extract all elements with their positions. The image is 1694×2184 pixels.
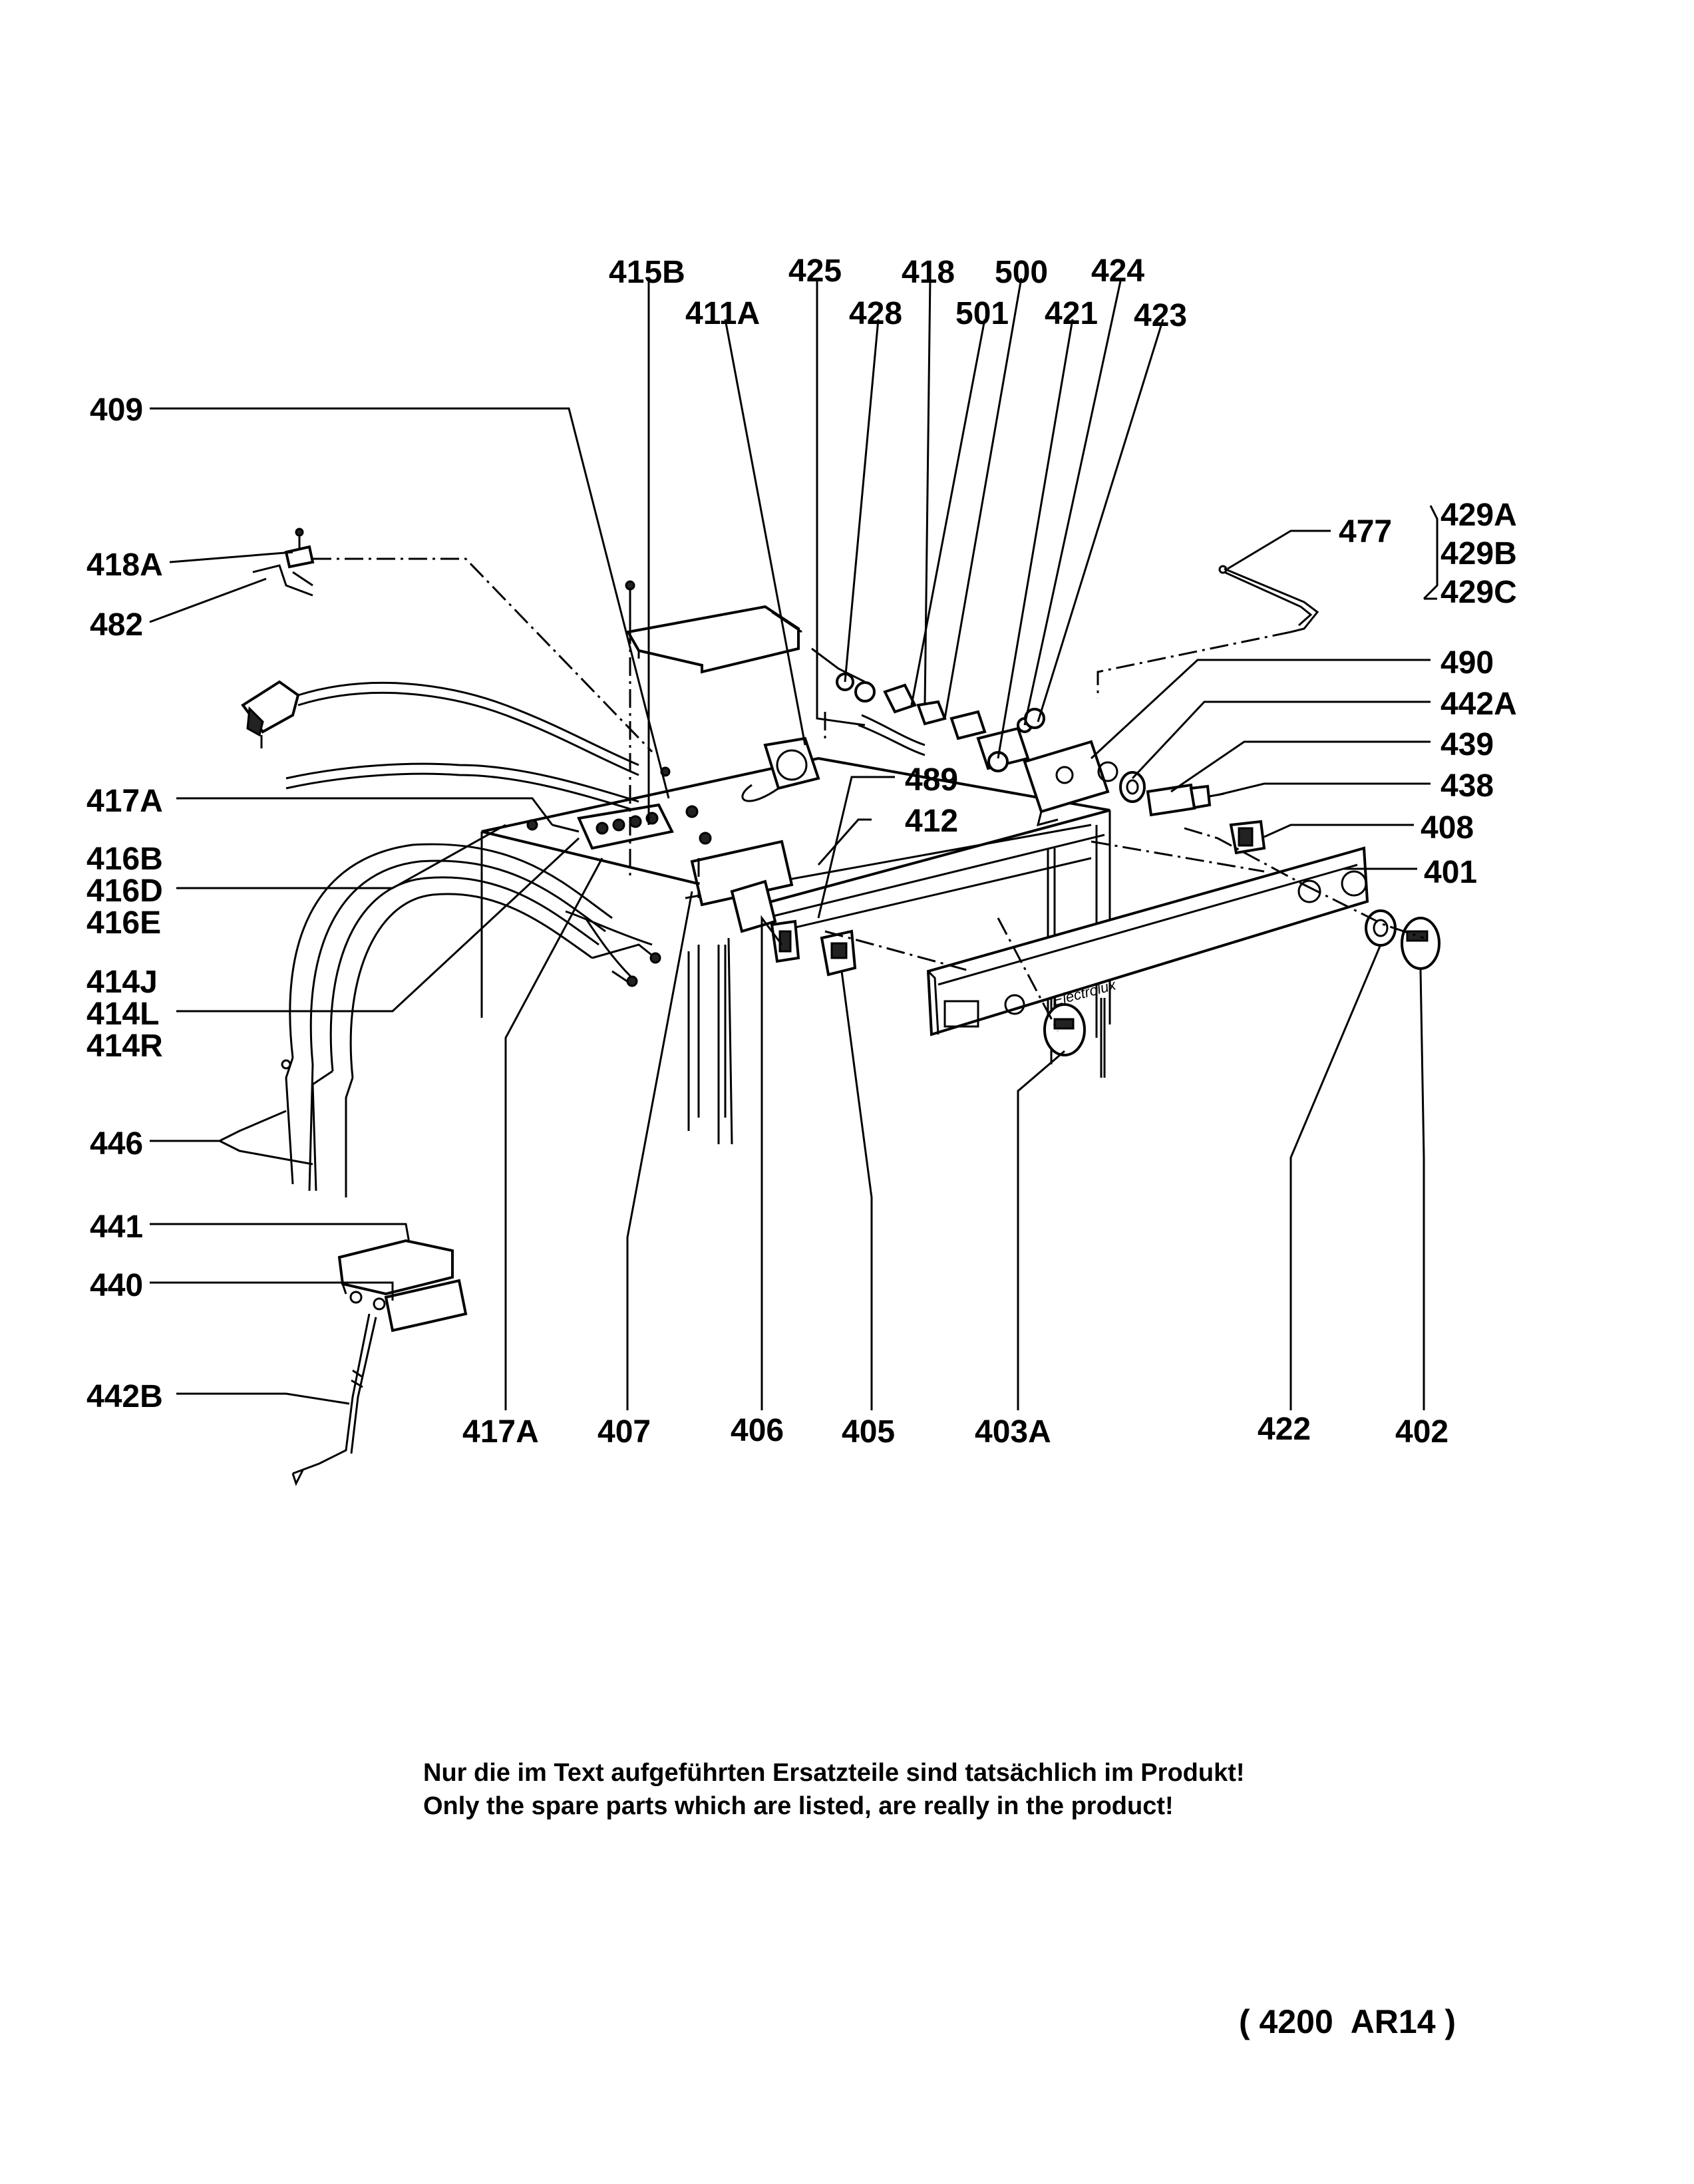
thermocouple-lead-442B — [291, 1313, 377, 1486]
callout-442B: 442B — [86, 1379, 163, 1414]
callout-401: 401 — [1424, 855, 1477, 890]
switch-box-441 — [337, 1239, 454, 1296]
bracket-407 — [690, 840, 794, 933]
thermostat-411A — [741, 736, 820, 802]
note-line-german: Nur die im Text aufgeführten Ersatzteile… — [423, 1759, 1245, 1787]
switch-408 — [1229, 820, 1266, 855]
callout-423: 423 — [1134, 298, 1187, 333]
top-cover-415B — [625, 605, 802, 674]
switch-406 — [770, 919, 800, 963]
callout-418A: 418A — [86, 547, 163, 583]
callout-425: 425 — [788, 253, 842, 289]
callout-424: 424 — [1091, 253, 1144, 289]
assembly-lines — [313, 557, 1425, 1032]
knob-403A — [1043, 1003, 1086, 1056]
terminal-block — [526, 766, 712, 850]
callout-412: 412 — [905, 804, 958, 839]
callout-428: 428 — [849, 296, 902, 331]
spare-parts-note: Nur die im Text aufgeführten Ersatzteile… — [423, 1756, 1245, 1823]
switch-box-440 — [349, 1279, 468, 1332]
callout-416E: 416E — [86, 905, 161, 941]
callout-439: 439 — [1440, 727, 1494, 762]
callout-422: 422 — [1258, 1412, 1311, 1447]
housing-box — [480, 756, 1111, 1145]
callout-402: 402 — [1395, 1414, 1448, 1450]
parts-drawing: Electrolux — [241, 528, 1440, 1486]
nut-442A — [1119, 771, 1146, 803]
callout-438: 438 — [1440, 768, 1494, 804]
switch-405 — [820, 929, 857, 977]
drawing-code: ( 4200 AR14 ) — [1239, 2003, 1456, 2040]
heating-element-tubes — [281, 843, 656, 1197]
knob-402 — [1401, 917, 1440, 970]
mains-cable-plug — [241, 680, 639, 813]
callout-414L: 414L — [86, 997, 159, 1032]
callout-406: 406 — [731, 1413, 784, 1448]
control-panel-401: Electrolux — [926, 846, 1369, 1036]
thermocouple-477 — [1218, 565, 1319, 633]
screw-head — [625, 580, 635, 591]
callout-416B: 416B — [86, 842, 163, 877]
callout-429B: 429B — [1440, 536, 1517, 571]
clip-418A — [252, 528, 315, 597]
callout-441: 441 — [90, 1209, 143, 1245]
callout-labels: 415B 425 418 500 424 411A 428 501 421 42… — [86, 253, 1517, 1450]
callout-489: 489 — [905, 762, 958, 798]
callout-421: 421 — [1045, 296, 1098, 331]
callout-417A-left: 417A — [86, 784, 163, 819]
leader-lines — [149, 277, 1439, 1410]
callout-405: 405 — [842, 1414, 895, 1450]
callout-440: 440 — [90, 1268, 143, 1303]
gas-valve-group — [811, 647, 1045, 772]
callout-415B: 415B — [609, 255, 685, 290]
callout-409: 409 — [90, 392, 143, 428]
callout-482: 482 — [90, 607, 143, 643]
ignition-439-438 — [1146, 783, 1225, 817]
callout-414R: 414R — [86, 1028, 163, 1064]
callout-446: 446 — [90, 1126, 143, 1162]
callout-429C: 429C — [1440, 575, 1517, 610]
callout-411A: 411A — [685, 296, 760, 331]
bracket-plate-490 — [1023, 740, 1118, 827]
callout-416D: 416D — [86, 873, 163, 909]
callout-408: 408 — [1421, 810, 1474, 846]
callout-429A: 429A — [1440, 498, 1517, 533]
callout-490: 490 — [1440, 645, 1494, 681]
callout-477: 477 — [1339, 514, 1392, 549]
callout-501: 501 — [955, 296, 1009, 331]
callout-407: 407 — [597, 1414, 651, 1450]
note-line-english: Only the spare parts which are listed, a… — [423, 1792, 1174, 1820]
callout-403A: 403A — [975, 1414, 1051, 1450]
callout-417A-bottom: 417A — [462, 1414, 539, 1450]
callout-442A: 442A — [1440, 687, 1517, 722]
callout-418: 418 — [902, 255, 955, 290]
callout-414J: 414J — [86, 965, 158, 1000]
callout-500: 500 — [995, 255, 1048, 290]
